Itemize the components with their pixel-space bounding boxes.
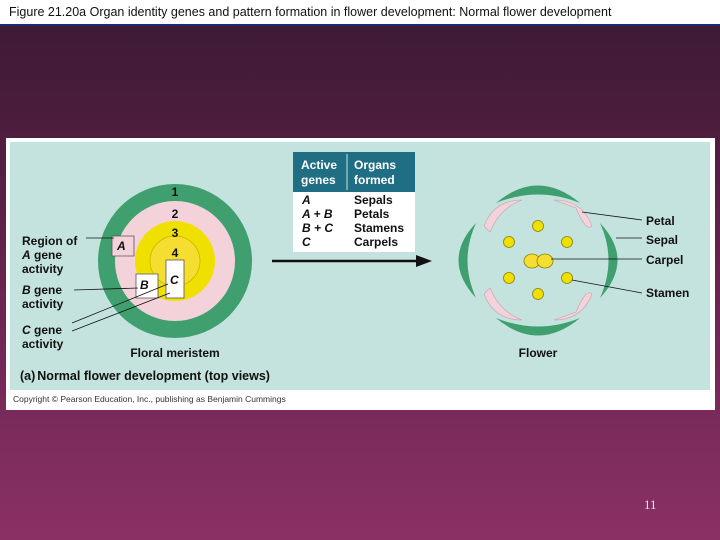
- gene-organ-table: Active genes Organs formed A Sepals A + …: [293, 152, 415, 252]
- figure-frame: 1 2 3 4 A B C Region of A gene activity …: [6, 138, 715, 410]
- leader-line-c2: [71, 292, 171, 332]
- table-row-genes: C: [302, 235, 311, 249]
- table-row-organ: Sepals: [354, 193, 393, 207]
- stamen: [561, 272, 573, 284]
- flower-label-stamen: Stamen: [646, 286, 689, 300]
- table-header-bg: [293, 152, 415, 192]
- table-row-genes: A + B: [301, 207, 333, 221]
- region-label-line1: Region of: [22, 234, 78, 248]
- table-header-genes-line1: Active: [301, 158, 337, 172]
- region-label-line3: activity: [22, 262, 64, 276]
- table-header-genes-line2: genes: [301, 173, 336, 187]
- stamen: [532, 288, 544, 300]
- sepal: [600, 223, 618, 298]
- petal: [483, 287, 523, 321]
- leader-line-c1: [71, 283, 169, 324]
- a-region-marker: [111, 235, 135, 257]
- petal: [553, 292, 593, 321]
- stamen: [561, 236, 573, 248]
- whorl-number-3: 3: [172, 226, 179, 240]
- page-number: 11: [644, 497, 657, 512]
- whorl-number-2: 2: [172, 207, 179, 221]
- inner-label-a: A: [116, 239, 126, 253]
- sepal: [496, 318, 580, 336]
- flower-label-carpel: Carpel: [646, 253, 683, 267]
- b-gene-label-line1: B gene: [22, 283, 62, 297]
- leader-line-petal: [581, 211, 643, 221]
- flower-label-petal: Petal: [646, 214, 675, 228]
- sepal: [458, 223, 476, 298]
- title-bar: Figure 21.20a Organ identity genes and p…: [0, 0, 720, 26]
- stamen: [532, 220, 544, 232]
- figure-diagram: 1 2 3 4 A B C Region of A gene activity …: [10, 142, 710, 390]
- table-row-genes: A: [301, 193, 311, 207]
- c-gene-label-line1: C gene: [22, 323, 62, 337]
- petal: [483, 199, 523, 233]
- whorl-number-4: 4: [172, 246, 179, 260]
- floral-meristem: 1 2 3 4 A B C Region of A gene activity …: [21, 184, 252, 360]
- leader-line-stamen: [571, 279, 643, 294]
- petal: [553, 199, 593, 228]
- table-row-organ: Petals: [354, 207, 390, 221]
- c-gene-label-line2: activity: [22, 337, 64, 351]
- table-body-bg: [293, 192, 415, 252]
- table-row-organ: Stamens: [354, 221, 404, 235]
- arrow-head: [416, 255, 432, 267]
- stamen: [503, 236, 515, 248]
- table-header-organs-line1: Organs: [354, 158, 396, 172]
- flower-diagram: Petal Sepal Carpel Stamen Flower: [458, 185, 689, 360]
- table-header-organs-line2: formed: [354, 173, 395, 187]
- copyright-notice: Copyright © Pearson Education, Inc., pub…: [13, 394, 286, 404]
- sepal: [496, 185, 580, 203]
- stamen: [503, 272, 515, 284]
- c-region-marker: [165, 259, 185, 299]
- region-label-line2: A gene: [21, 248, 62, 262]
- panel-caption: (a)Normal flower development (top views): [20, 369, 270, 383]
- flower-label-sepal: Sepal: [646, 233, 678, 247]
- whorl-number-1: 1: [172, 185, 179, 199]
- leader-line-b: [73, 287, 139, 291]
- flower-caption: Flower: [519, 346, 558, 360]
- slide-title: Figure 21.20a Organ identity genes and p…: [9, 5, 612, 19]
- b-gene-label-line2: activity: [22, 297, 64, 311]
- development-arrow: [272, 255, 432, 267]
- table-row-organ: Carpels: [354, 235, 398, 249]
- inner-label-b: B: [140, 278, 149, 292]
- table-row-genes: B + C: [302, 221, 333, 235]
- meristem-caption: Floral meristem: [130, 346, 219, 360]
- carpel: [536, 253, 554, 269]
- inner-label-c: C: [170, 273, 179, 287]
